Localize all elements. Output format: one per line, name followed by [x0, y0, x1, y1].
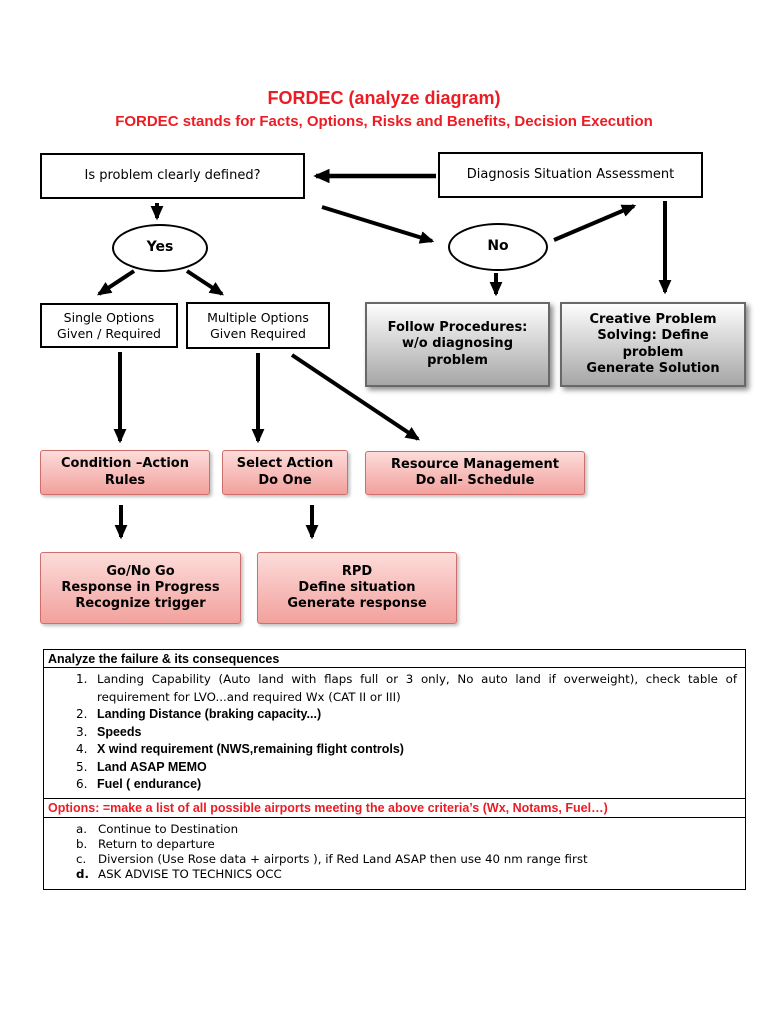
node-condition-action-rules: Condition –Action Rules [40, 450, 210, 495]
node-line: Resource Management [391, 456, 559, 472]
node-is-problem-defined: Is problem clearly defined? [40, 153, 305, 199]
node-diagnosis-situation-assessment: Diagnosis Situation Assessment [438, 152, 703, 198]
node-line: Creative Problem [589, 312, 717, 327]
analysis-table: Analyze the failure & its consequences 1… [43, 649, 746, 890]
item-text: Fuel ( endurance) [97, 777, 202, 791]
node-line: Generate response [287, 596, 427, 612]
item-text: ASK ADVISE TO TECHNICS OCC [98, 866, 282, 881]
node-line: Rules [104, 472, 146, 488]
node-select-action: Select Action Do One [222, 450, 348, 495]
item-number: 2. [76, 707, 88, 721]
node-line: problem [427, 352, 488, 368]
item-number: 4. [76, 742, 88, 756]
letter-list: a. Continue to Destination b. Return to … [44, 818, 745, 889]
arrow-yes-to-single [96, 269, 136, 296]
node-line: problem [622, 344, 684, 360]
node-label: Is problem clearly defined? [84, 167, 261, 183]
node-multiple-options: Multiple Options Given Required [186, 302, 330, 349]
list-item: 2. Landing Distance (braking capacity...… [76, 706, 739, 724]
node-line: Select Action [236, 456, 334, 472]
item-text: Landing Capability (Auto land with flaps… [97, 672, 737, 704]
node-line: Do One [258, 472, 312, 488]
list-item: 6. Fuel ( endurance) [76, 776, 739, 794]
node-line: Given / Required [57, 325, 161, 341]
item-number: 5. [76, 759, 88, 774]
node-line: Solving: Define [597, 328, 709, 344]
list-item: 3. Speeds [76, 724, 739, 742]
item-text: Landing Distance (braking capacity...) [97, 707, 322, 721]
node-line: Single Options [63, 309, 155, 325]
item-text: Return to departure [98, 836, 215, 851]
node-line: Given Required [210, 325, 306, 341]
list-item: d. ASK ADVISE TO TECHNICS OCC [76, 867, 739, 882]
node-line: Response in Progress [61, 579, 220, 595]
node-label: Yes [146, 239, 174, 256]
node-rpd: RPD Define situation Generate response [257, 552, 457, 624]
table-header: Analyze the failure & its consequences [44, 650, 745, 668]
page-title: FORDEC (analyze diagram) [267, 88, 501, 108]
item-number: 6. [76, 777, 88, 791]
node-line: Multiple Options [207, 309, 309, 325]
node-line: Do all- Schedule [415, 473, 535, 488]
list-item: b. Return to departure [76, 837, 739, 852]
item-letter: a. [76, 821, 87, 836]
item-letter: d. [76, 866, 89, 881]
item-number: 3. [76, 724, 88, 739]
list-item: 1. Landing Capability (Auto land with fl… [76, 671, 739, 706]
node-resource-management: Resource Management Do all- Schedule [365, 451, 585, 495]
numbered-list: 1. Landing Capability (Auto land with fl… [44, 668, 745, 799]
item-letter: c. [76, 851, 87, 866]
node-label: No [487, 238, 509, 255]
list-item: a. Continue to Destination [76, 822, 739, 837]
node-line: Follow Procedures: [387, 320, 528, 336]
node-line: w/o diagnosing [402, 336, 513, 352]
node-single-options: Single Options Given / Required [40, 303, 178, 348]
arrow-problem-to-no [321, 205, 435, 244]
arrow-yes-to-multiple [185, 269, 225, 296]
list-item: 4. X wind requirement (NWS,remaining fli… [76, 741, 739, 759]
node-line: Generate Solution [586, 360, 720, 376]
node-line: RPD [341, 563, 373, 579]
item-number: 1. [76, 672, 88, 686]
node-line: Go/No Go [106, 563, 175, 579]
node-creative-problem-solving: Creative Problem Solving: Define problem… [560, 302, 746, 387]
item-text: Continue to Destination [98, 821, 239, 836]
node-follow-procedures: Follow Procedures: w/o diagnosing proble… [365, 302, 550, 387]
node-go-no-go: Go/No Go Response in Progress Recognize … [40, 552, 241, 624]
node-line: Condition –Action [61, 456, 189, 472]
node-yes: Yes [112, 224, 208, 272]
list-item: 5. Land ASAP MEMO [76, 759, 739, 777]
item-text: Diversion (Use Rose data + airports ), i… [98, 851, 588, 866]
page-subtitle: FORDEC stands for Facts, Options, Risks … [115, 113, 653, 130]
node-line: Recognize trigger [75, 596, 206, 612]
item-text: Speeds [97, 724, 142, 739]
arrow-no-to-diagnosis [553, 204, 637, 242]
node-label: Diagnosis Situation Assessment [466, 166, 675, 182]
node-no: No [448, 223, 548, 271]
item-text: X wind requirement (NWS,remaining flight… [97, 742, 404, 756]
item-letter: b. [76, 836, 88, 851]
options-row: Options: =make a list of all possible ai… [44, 799, 745, 818]
item-text: Land ASAP MEMO [97, 759, 207, 774]
list-item: c. Diversion (Use Rose data + airports )… [76, 852, 739, 867]
node-line: Define situation [298, 579, 416, 595]
